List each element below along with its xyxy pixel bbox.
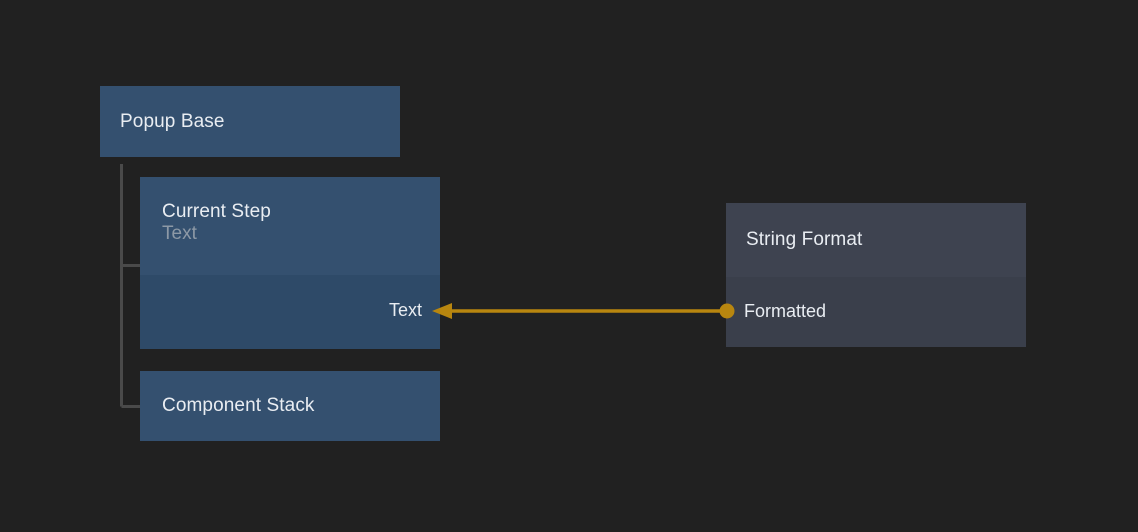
node-component-stack-header: Component Stack [140,371,440,441]
node-popup-base-title: Popup Base [120,110,225,132]
node-string-format-body: Formatted [726,277,1026,347]
node-current-step[interactable]: Current Step Text Text [140,177,440,349]
port-label-formatted-output[interactable]: Formatted [744,301,827,321]
node-popup-base[interactable]: Popup Base [100,86,400,157]
node-current-step-body: Text [140,275,440,349]
node-popup-base-header: Popup Base [100,86,400,157]
node-current-step-title: Current Step [162,201,271,222]
node-string-format-header: String Format [726,203,1026,277]
connection-arrowhead-icon [432,303,452,319]
node-current-step-subtitle: Text [162,223,197,244]
node-current-step-header: Current Step Text [140,177,440,275]
output-port-dot-icon[interactable] [719,303,735,319]
port-label-text-input[interactable]: Text [388,300,422,320]
node-component-stack[interactable]: Component Stack [140,371,440,441]
node-component-stack-title: Component Stack [162,395,315,416]
node-string-format[interactable]: String Format Formatted [726,203,1026,347]
node-string-format-title: String Format [746,229,863,250]
